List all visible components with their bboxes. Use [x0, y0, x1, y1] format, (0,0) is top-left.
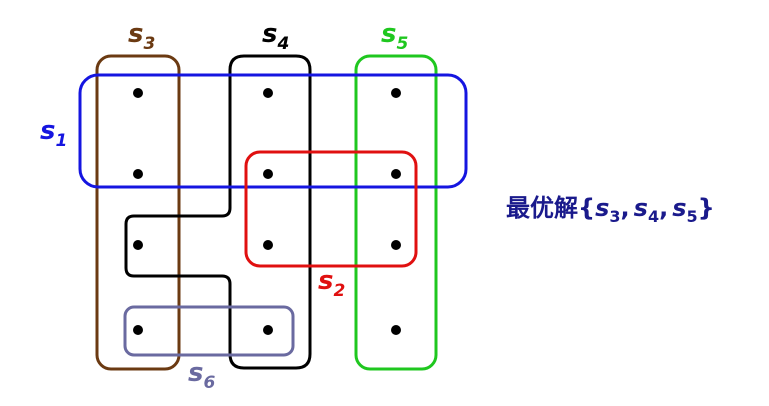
element-point [133, 88, 143, 98]
solution-open-brace: { [578, 194, 595, 222]
element-point [133, 169, 143, 179]
element-point [391, 325, 401, 335]
element-point [391, 169, 401, 179]
set-label-s4: s4 [262, 19, 289, 54]
solution-close-brace: } [698, 194, 715, 222]
set-s4-outline [124, 54, 312, 370]
set-s1-outline [78, 73, 468, 189]
element-point [133, 325, 143, 335]
solution-prefix: 最优解 [506, 194, 578, 222]
element-point [263, 325, 273, 335]
set-s2-outline [244, 150, 418, 268]
element-point [263, 169, 273, 179]
set-label-s3: s3 [128, 19, 155, 54]
set-label-s6: s6 [188, 358, 215, 393]
optimal-solution: 最优解{s3,s4,s5} [506, 194, 715, 226]
set-s3-outline [95, 54, 181, 371]
set-s5-outline [354, 54, 438, 371]
element-point [263, 240, 273, 250]
element-point [391, 88, 401, 98]
element-point [263, 88, 273, 98]
element-point [391, 240, 401, 250]
element-point [133, 240, 143, 250]
set-label-s2: s2 [318, 266, 345, 301]
set-label-s5: s5 [381, 19, 408, 54]
elements [133, 88, 401, 335]
set-label-s1: s1 [40, 116, 67, 151]
set-s6-outline [123, 305, 295, 357]
